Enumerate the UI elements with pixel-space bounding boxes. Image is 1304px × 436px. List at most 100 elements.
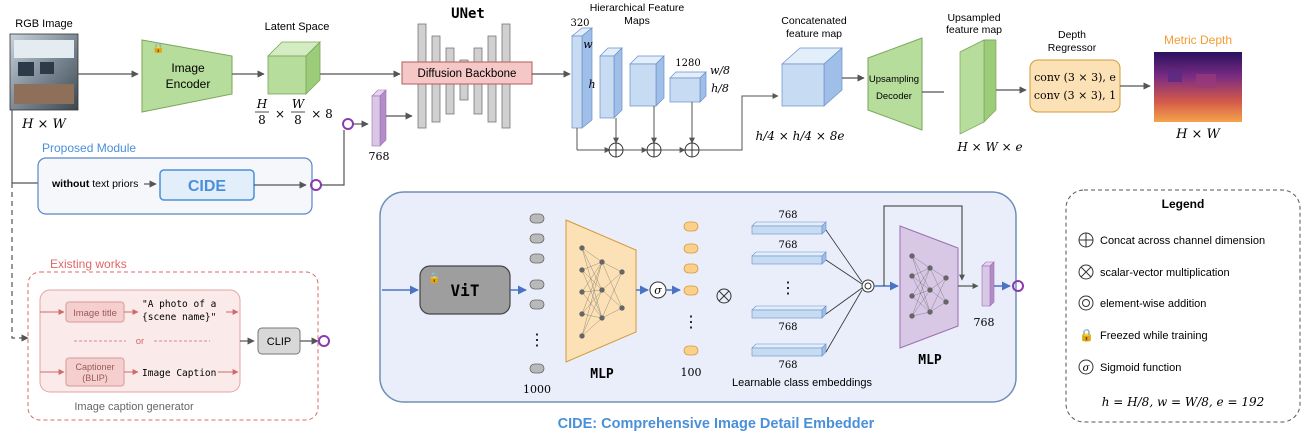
image-encoder [141,39,233,113]
legend-sigmoid-icon: σ [1078,359,1094,375]
captioner-label-1: Captioner [75,362,114,372]
upsampled-dim: H × W × e [956,140,1022,154]
unet-label: UNet [451,6,485,22]
mlp-1-network [579,245,625,339]
legend-concat-icon [1078,232,1094,248]
clip-label: CLIP [267,336,291,348]
depth-reg-label-1: Depth [1058,29,1086,41]
captioner-label-2: (BLIP) [82,373,108,383]
latent-8a: 8 [258,113,266,127]
caption-generator-label: Image caption generator [74,401,194,413]
upsampled-feature-map [959,39,997,135]
latent-space-label: Latent Space [265,21,330,33]
upsampled-label-1: Upsampled [947,12,1000,24]
metric-depth-label: Metric Depth [1164,33,1232,47]
tokens-100: 100 [681,366,702,379]
element-wise-add-icon [861,279,875,293]
token-column-1000 [529,213,545,374]
legend-item-concat: Concat across channel dimension [1100,235,1265,247]
emb-768-b: 768 [778,240,797,251]
or-label: or [136,336,144,347]
legend-item-scalar: scalar-vector multiplication [1100,267,1230,279]
image-encoder-label-1: Image [171,61,205,75]
cide-panel [379,191,1017,403]
existing-works-box [27,271,319,421]
diffusion-backbone [401,61,533,85]
mlp-2-label: MLP [918,353,942,368]
cide-panel-output-connector [1012,280,1024,292]
sigmoid-symbol: σ [654,284,662,297]
hier-label-1: Hierarchical Feature [590,2,685,14]
metric-depth-map [1154,52,1242,122]
mlp-1-label: MLP [590,367,614,382]
scalar-vector-mult-icon [716,288,732,304]
image-title-label: Image title [73,308,117,319]
embedding-connector [342,118,354,130]
feature-map-3 [629,55,665,107]
svg-text:σ: σ [1083,363,1091,374]
vit-lock-icon: 🔒 [428,272,440,284]
embedding-converge-lines [825,229,863,353]
hier-1280: 1280 [675,58,700,69]
tokens-dots-2: ⋮ [683,312,699,331]
token-column-100 [683,221,699,356]
hier-h8: h/8 [711,82,729,95]
feature-map-2 [599,47,623,119]
emb-768-a: 768 [778,210,797,221]
clip-output-connector [318,335,330,347]
legend-item-freezed: Freezed while training [1100,330,1208,342]
embedding-768-label: 768 [369,150,390,163]
legend-title: Legend [1162,197,1205,211]
template-text-1: "A photo of a [142,299,216,310]
image-encoder-label-2: Encoder [166,77,211,91]
rgb-image-dims: H × W [21,117,67,132]
emb-768-c: 768 [778,322,797,333]
concat-feature-map [781,47,843,107]
feature-map-1 [571,27,593,129]
cide-output-bar [981,261,995,307]
legend-item-addition: element-wise addition [1100,298,1206,310]
cide-caption: CIDE: Comprehensive Image Detail Embedde… [558,416,875,432]
upsampled-label-2: feature map [946,24,1002,36]
latent-8b: 8 [294,113,302,127]
latent-h: H [256,97,268,111]
conv-2: conv (3 × 3), 1 [1034,89,1116,102]
hier-label-2: Maps [624,15,650,27]
text-embedding-bar [371,89,387,147]
without-text-priors: without text priors [51,178,138,190]
image-caption-text: Image Caption [142,368,216,379]
mlp-2-network [909,253,949,319]
emb-768-d: 768 [778,360,797,371]
learnable-embeddings-label: Learnable class embeddings [732,377,873,389]
concat-label-1: Concatenated [781,15,847,27]
metric-depth-dims: H × W [1175,127,1221,142]
depth-regressor [1029,59,1121,113]
hier-w8: w/8 [710,64,730,77]
upsampling-label-2: Decoder [876,91,912,102]
legend-otimes-icon [1078,264,1094,280]
legend-formula: h = H/8, w = W/8, e = 192 [1102,395,1264,409]
latent-times: × [275,107,285,121]
existing-works-title: Existing works [50,257,127,271]
tokens-1000: 1000 [523,383,551,396]
cide-output-768: 768 [974,316,995,329]
rgb-image [9,33,79,111]
mlp-2 [899,225,959,349]
hier-320: 320 [570,18,589,29]
concat-connectors [576,93,779,158]
hier-w: w [583,38,593,51]
template-text-2: {scene name}" [142,312,216,323]
latent-space-cube [267,41,321,95]
legend-addition-icon [1078,295,1094,311]
vit-label: ViT [451,281,480,300]
proposed-module-title: Proposed Module [42,141,136,155]
upsampling-label-1: Upsampling [869,74,919,85]
legend-item-sigmoid: Sigmoid function [1100,362,1181,374]
depth-reg-label-2: Regressor [1048,42,1097,54]
rgb-image-label: RGB Image [15,18,72,30]
diffusion-backbone-label: Diffusion Backbone [418,68,517,80]
legend-lock-icon: 🔒 [1079,328,1094,342]
tokens-dots-1: ⋮ [529,330,545,349]
legend-box [1065,189,1301,423]
